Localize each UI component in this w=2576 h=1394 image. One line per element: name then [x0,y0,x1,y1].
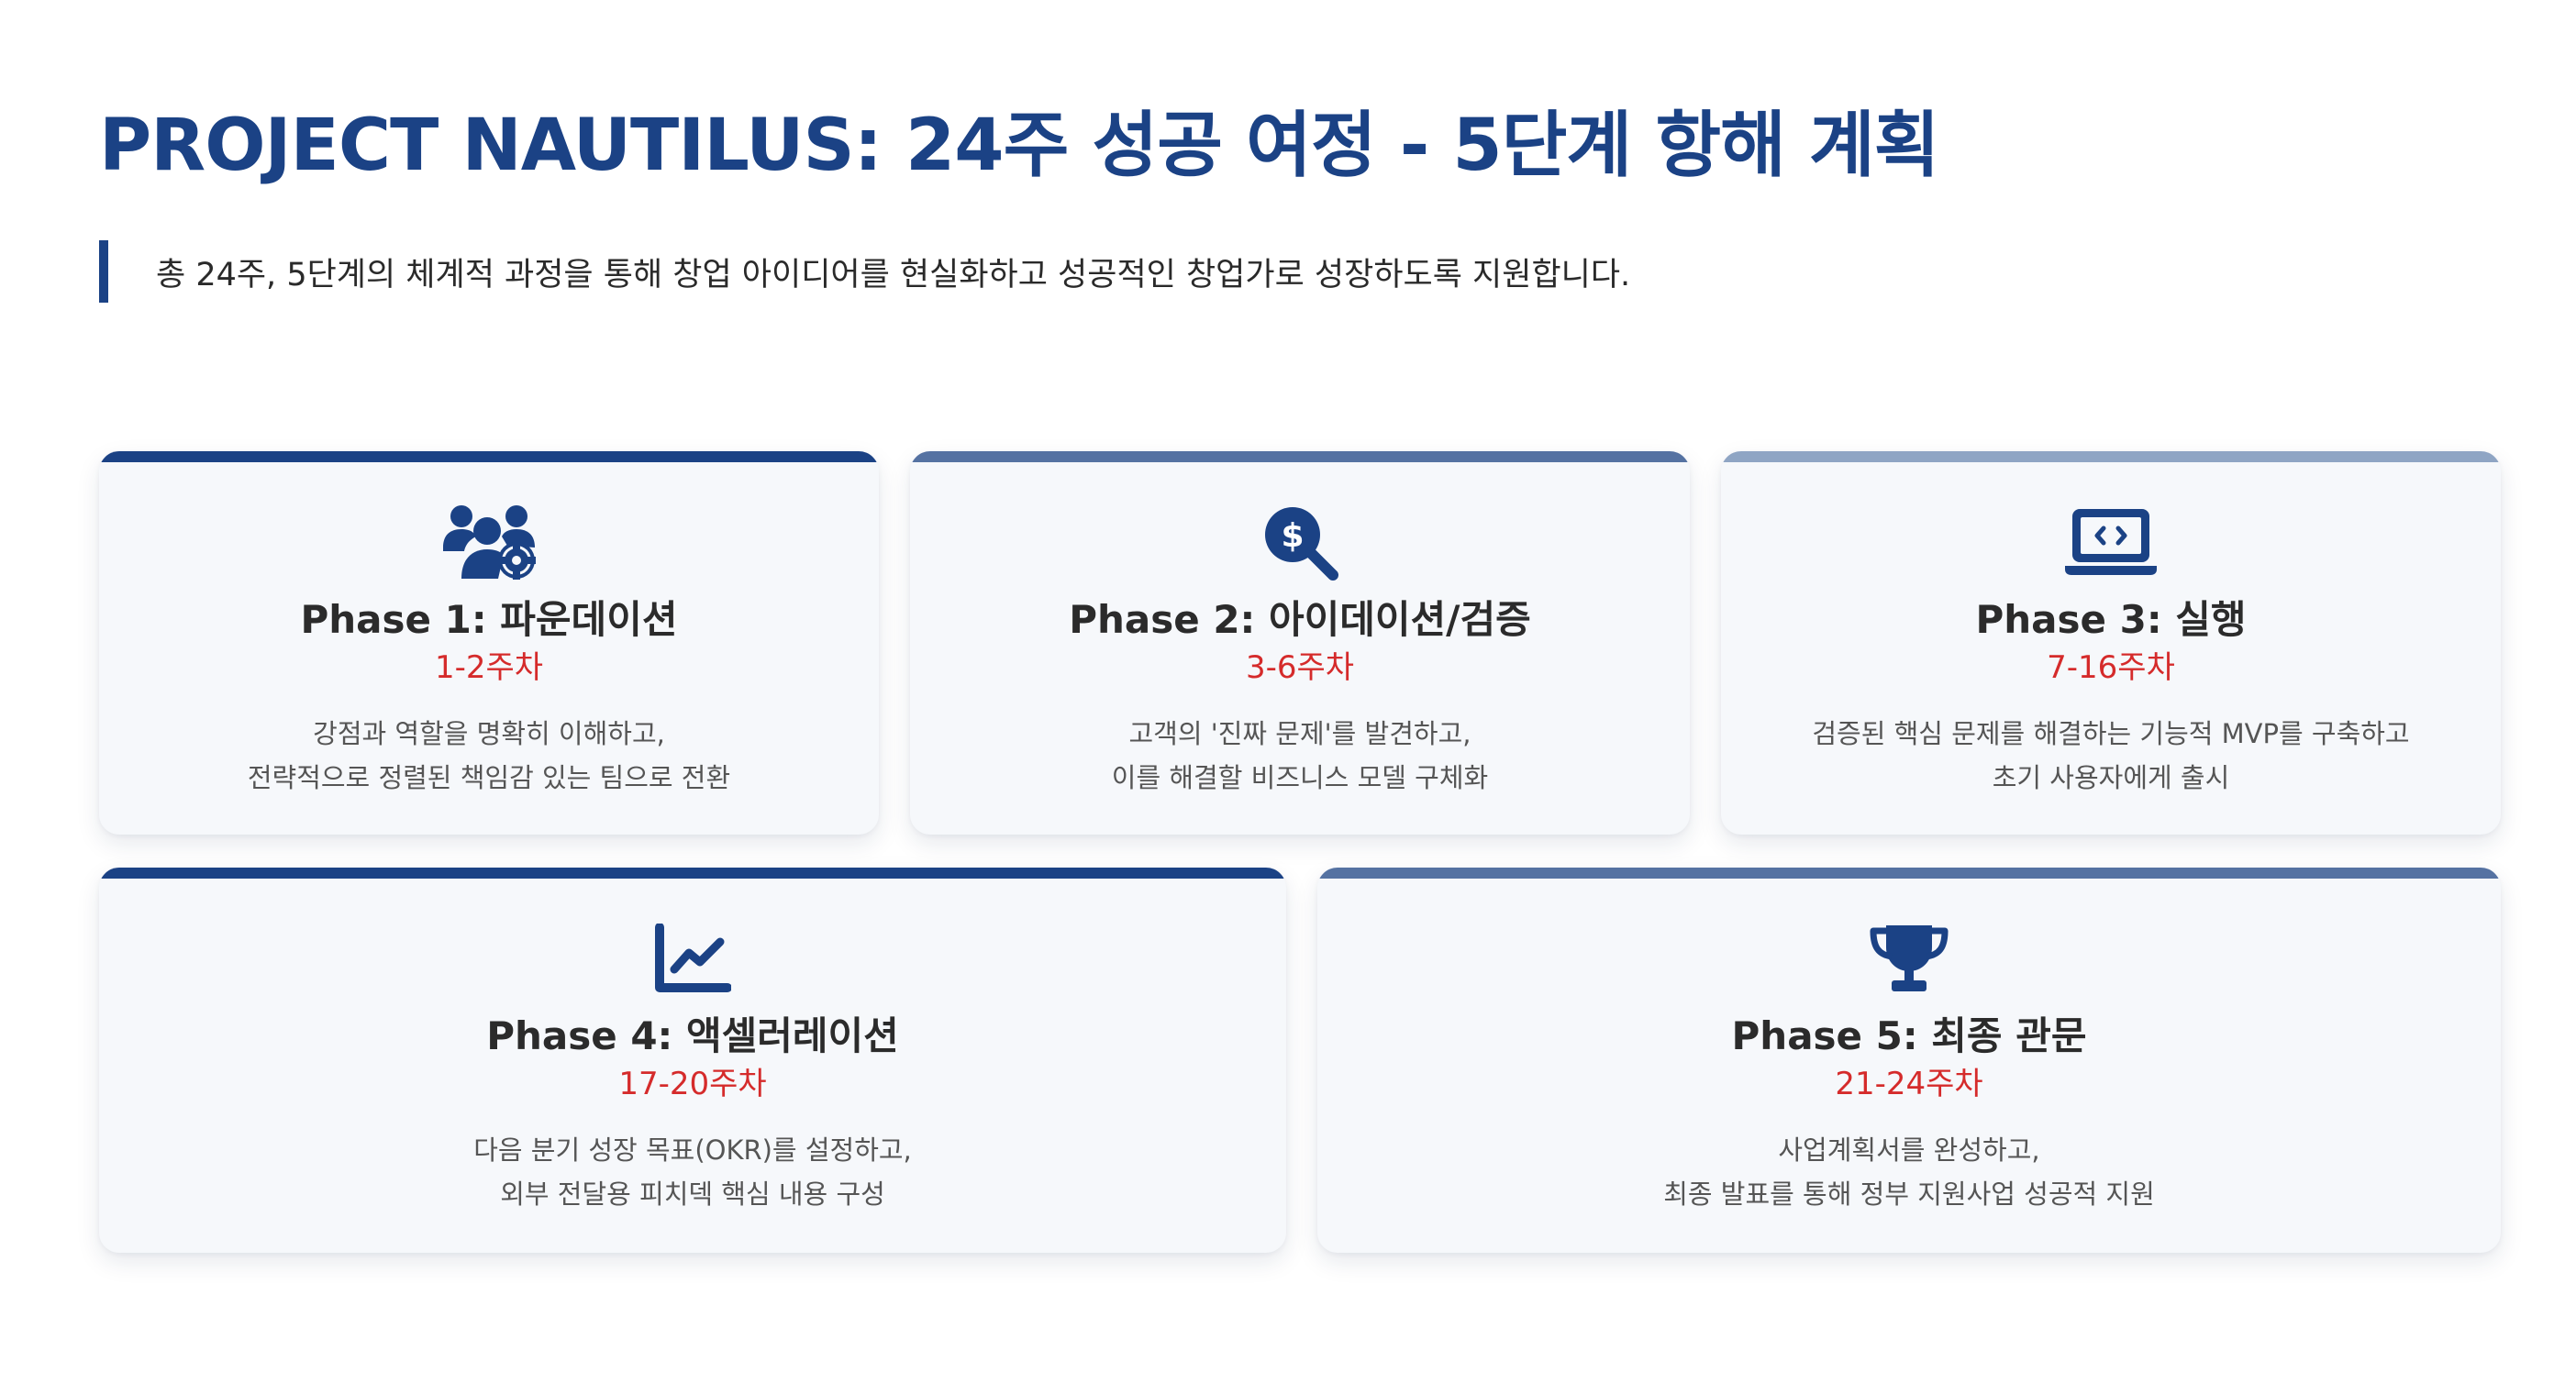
page-subtitle: 총 24주, 5단계의 체계적 과정을 통해 창업 아이디어를 현실화하고 성공… [156,256,1631,293]
phase-weeks: 1-2주차 [434,649,544,686]
phase-weeks: 3-6주차 [1245,649,1355,686]
phase-title: Phase 4: 액셀러레이션 [486,1013,899,1058]
phase-description: 고객의 '진짜 문제'를 발견하고, 이를 해결할 비즈니스 모델 구체화 [910,712,1690,800]
page-title: PROJECT NAUTILUS: 24주 성공 여정 - 5단계 항해 계획 [99,105,1940,187]
phase-card-3: Phase 3: 실행 7-16주차 검증된 핵심 문제를 해결하는 기능적 M… [1721,451,2501,835]
laptop-code-icon [2060,499,2161,585]
phase-description-line: 최종 발표를 통해 정부 지원사업 성공적 지원 [1663,1178,2155,1210]
search-dollar-icon: $ [1249,499,1350,585]
subtitle-block: 총 24주, 5단계의 체계적 과정을 통해 창업 아이디어를 현실화하고 성공… [99,240,1630,303]
phase-description: 강점과 역할을 명확히 이해하고, 전략적으로 정렬된 책임감 있는 팀으로 전… [99,712,879,800]
phase-description: 다음 분기 성장 목표(OKR)를 설정하고, 외부 전달용 피치덱 핵심 내용… [99,1128,1286,1216]
phase-description-line: 강점과 역할을 명확히 이해하고, [313,718,665,749]
phase-weeks: 17-20주차 [618,1066,767,1102]
phase-description-line: 전략적으로 정렬된 책임감 있는 팀으로 전환 [247,762,731,793]
trophy-icon [1859,915,1960,1001]
phase-description: 사업계획서를 완성하고, 최종 발표를 통해 정부 지원사업 성공적 지원 [1317,1128,2501,1216]
phase-card-5: Phase 5: 최종 관문 21-24주차 사업계획서를 완성하고, 최종 발… [1317,868,2501,1253]
phase-description-line: 외부 전달용 피치덱 핵심 내용 구성 [500,1178,885,1210]
phase-description-line: 초기 사용자에게 출시 [1992,762,2230,793]
phase-description-line: 검증된 핵심 문제를 해결하는 기능적 MVP를 구축하고 [1812,718,2410,749]
phase-title: Phase 2: 아이데이션/검증 [1069,597,1531,642]
svg-text:$: $ [1281,517,1304,555]
phase-card-accent-bar [910,451,1690,462]
team-settings-icon [439,499,539,585]
phase-card-accent-bar [99,451,879,462]
phase-weeks: 7-16주차 [2047,649,2175,686]
phase-card-2: $ Phase 2: 아이데이션/검증 3-6주차 고객의 '진짜 문제'를 발… [910,451,1690,835]
phase-description-line: 사업계획서를 완성하고, [1778,1134,2040,1166]
phase-card-4: Phase 4: 액셀러레이션 17-20주차 다음 분기 성장 목표(OKR)… [99,868,1286,1253]
phase-description-line: 고객의 '진짜 문제'를 발견하고, [1128,718,1471,749]
phase-title: Phase 1: 파운데이션 [300,597,678,642]
phase-weeks: 21-24주차 [1835,1066,1983,1102]
phase-card-accent-bar [1317,868,2501,879]
phase-title: Phase 5: 최종 관문 [1731,1013,2087,1058]
phase-description: 검증된 핵심 문제를 해결하는 기능적 MVP를 구축하고 초기 사용자에게 출… [1721,712,2501,800]
phase-card-1: Phase 1: 파운데이션 1-2주차 강점과 역할을 명확히 이해하고, 전… [99,451,879,835]
phase-title: Phase 3: 실행 [1975,597,2247,642]
phase-card-accent-bar [1721,451,2501,462]
chart-line-icon [642,915,743,1001]
phase-card-accent-bar [99,868,1286,879]
phase-description-line: 다음 분기 성장 목표(OKR)를 설정하고, [473,1134,912,1166]
phase-description-line: 이를 해결할 비즈니스 모델 구체화 [1111,762,1489,793]
